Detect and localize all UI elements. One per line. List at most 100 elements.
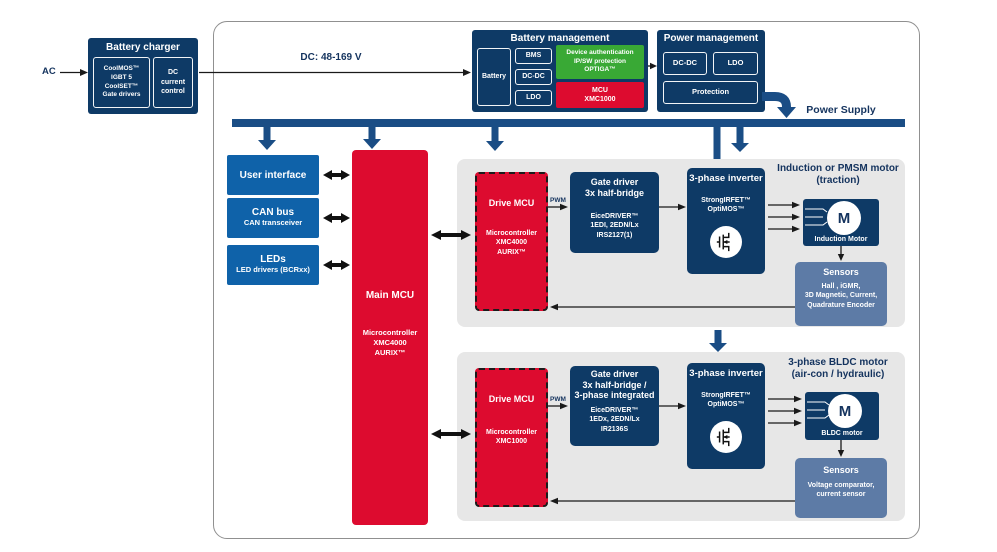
main-mcu-title: Main MCU: [365, 290, 415, 301]
charger-line: DC: [167, 69, 179, 77]
power-supply-label: Power Supply: [806, 104, 876, 116]
ac-input-arrow: [60, 69, 88, 76]
user-interface-block: User interface: [227, 155, 319, 195]
bm-mcu-block: MCU XMC1000: [556, 82, 644, 108]
mosfet-icon: [710, 421, 742, 453]
charger-line: current: [160, 78, 186, 86]
induction-motor-block: M Induction Motor: [803, 199, 879, 246]
drive-mcu-2-title: Drive MCU: [488, 394, 535, 404]
bldc-motor-label: BLDC motor: [821, 429, 863, 437]
motor-m-letter: M: [837, 209, 851, 227]
gate-driver-2-title-line: Gate driver: [590, 369, 639, 379]
drive-mcu-1-detail: Microcontroller XMC4000 AURIX™: [477, 229, 546, 257]
inverter-2-block: 3-phase inverter StrongIRFET™ OptiMOS™: [687, 363, 765, 469]
motor-winding-icon: [807, 401, 830, 419]
inverter-1-block: 3-phase inverter StrongIRFET™ OptiMOS™: [687, 168, 765, 274]
ldo-block: LDO: [515, 90, 552, 106]
traction-heading-line: (traction): [816, 175, 860, 186]
pm-ldo-label: LDO: [727, 58, 744, 68]
sensors-1-block: Sensors Hall , iGMR, 3D Magnetic, Curren…: [795, 262, 887, 326]
gate-driver-1-line: IRS2127(1): [596, 231, 633, 239]
power-management-title: Power management: [663, 33, 759, 44]
drive-mcu-2-block: Drive MCU Microcontroller XMC1000: [475, 368, 548, 507]
gate-driver-1-block: Gate driver 3x half-bridge EiceDRIVER™ 1…: [570, 172, 659, 253]
mosfet-icon: [710, 226, 742, 258]
bms-block: BMS: [515, 48, 552, 64]
drive-mcu-2-line: Microcontroller: [486, 429, 537, 436]
drive-mcu-1-line: XMC4000: [495, 239, 528, 247]
gate-driver-1-title: Gate driver 3x half-bridge: [570, 177, 659, 198]
battery-charger-block: Battery charger CoolMOS™ IGBT 5 CoolSET™…: [88, 38, 198, 114]
gate-driver-2-title: Gate driver 3x half-bridge / 3-phase int…: [570, 369, 659, 401]
inverter-2-line: StrongIRFET™: [701, 392, 751, 399]
sensors-2-block: Sensors Voltage comparator, current sens…: [795, 458, 887, 518]
user-interface-title: User interface: [239, 169, 307, 181]
charger-line: CoolMOS™: [103, 64, 140, 72]
sensors-2-line: current sensor: [816, 491, 866, 499]
power-supply-bus: [232, 119, 905, 127]
battery-label: Battery: [481, 73, 507, 81]
gate-driver-2-detail: EiceDRIVER™ 1EDx, 2EDN/Lx IR2136S: [570, 406, 659, 434]
battery-management-block: Battery management Battery BMS DC-DC LDO…: [472, 30, 648, 112]
drive-mcu-1-line: Microcontroller: [486, 230, 537, 237]
main-mcu-line: AURIX™: [374, 348, 406, 358]
can-bus-title: CAN bus: [251, 207, 295, 219]
dc-link-label: DC: 48-169 V: [300, 52, 362, 63]
pm-protection-block: Protection: [663, 81, 758, 104]
pwm-label-2: PWM: [550, 396, 566, 403]
gate-driver-1-line: 1EDI, 2EDN/Lx: [590, 222, 639, 230]
gate-driver-2-line: IR2136S: [600, 425, 629, 433]
power-management-block: Power management DC-DC LDO Protection: [657, 30, 765, 112]
leds-title: LEDs: [260, 254, 286, 266]
inverter-1-line: StrongIRFET™: [701, 197, 751, 204]
bms-label: BMS: [525, 52, 542, 60]
bldc-motor-block: M BLDC motor: [805, 392, 879, 440]
leds-subtitle: LED drivers (BCRxx): [236, 265, 310, 275]
main-mcu-line: Microcontroller: [362, 328, 418, 337]
motor-m-icon: M: [827, 201, 861, 235]
battery-charger-switches-block: CoolMOS™ IGBT 5 CoolSET™ Gate drivers: [93, 57, 150, 108]
pwm-label-1: PWM: [550, 197, 566, 204]
main-mcu-line: XMC4000: [373, 338, 407, 348]
gate-driver-2-line: EiceDRIVER™: [590, 407, 639, 414]
charger-line: control: [161, 88, 185, 96]
sensors-1-title: Sensors: [823, 267, 859, 277]
charger-line: IGBT 5: [111, 73, 132, 81]
main-mcu-detail: Microcontroller XMC4000 AURIX™: [352, 328, 428, 358]
bldc-heading-line: 3-phase BLDC motor: [788, 357, 888, 368]
mosfet-symbol: [716, 232, 730, 252]
ldo-label: LDO: [526, 94, 541, 102]
bldc-heading-line: (air-con / hydraulic): [791, 369, 885, 380]
drive-mcu-2-detail: Microcontroller XMC1000: [477, 428, 546, 447]
gate-driver-1-title-line: Gate driver: [590, 177, 639, 187]
motor-winding-icon: [805, 208, 828, 226]
pm-protection-label: Protection: [691, 87, 730, 97]
can-bus-subtitle: CAN transceiver: [243, 218, 303, 228]
inverter-2-detail: StrongIRFET™ OptiMOS™: [687, 391, 765, 410]
sensors-1-line: Hall , iGMR,: [821, 283, 861, 290]
battery-management-title: Battery management: [510, 33, 610, 44]
sensors-1-line: 3D Magnetic, Current,: [804, 292, 878, 300]
gate-driver-2-line: 1EDx, 2EDN/Lx: [589, 416, 640, 424]
sensors-2-title: Sensors: [823, 465, 859, 475]
traction-heading: Induction or PMSM motor (traction): [773, 163, 903, 187]
motor-m-icon: M: [828, 394, 862, 428]
security-line: IP/SW protection: [574, 57, 626, 65]
sensors-2-line: Voltage comparator,: [807, 482, 875, 489]
inverter-2-line: OptiMOS™: [707, 401, 745, 409]
inverter-2-title: 3-phase inverter: [689, 368, 763, 379]
pm-dcdc-block: DC-DC: [663, 52, 707, 75]
pm-dcdc-label: DC-DC: [672, 58, 698, 68]
can-bus-block: CAN bus CAN transceiver: [227, 198, 319, 238]
drive-mcu-1-block: Drive MCU Microcontroller XMC4000 AURIX™: [475, 172, 548, 311]
bm-mcu-line: XMC1000: [584, 96, 616, 103]
dcdc-block: DC-DC: [515, 69, 552, 85]
gate-driver-2-title-line: 3-phase integrated: [574, 390, 655, 401]
induction-motor-label: Induction Motor: [814, 235, 868, 243]
bm-mcu-line: MCU: [592, 86, 608, 94]
security-line: OPTIGA™: [584, 66, 616, 74]
battery-charger-title: Battery charger: [106, 42, 180, 53]
sensors-1-line: Quadrature Encoder: [807, 301, 875, 309]
main-mcu-block: Main MCU Microcontroller XMC4000 AURIX™: [352, 150, 428, 525]
